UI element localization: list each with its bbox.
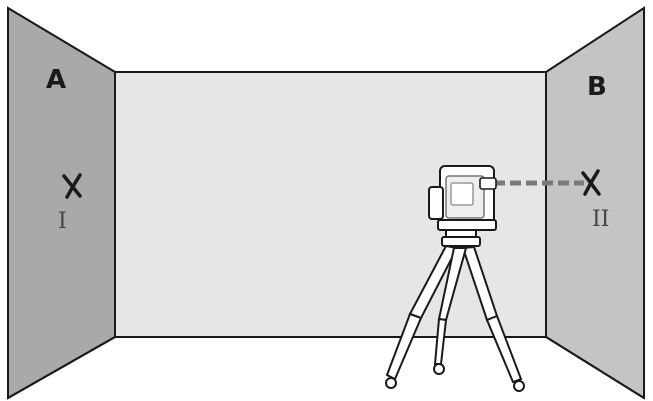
floor-line-right (545, 336, 645, 399)
line-laser-level-icon (428, 165, 497, 231)
wall-label-b: B (587, 72, 607, 102)
mark-label-i: I (58, 209, 67, 234)
right-wall-b (545, 6, 645, 400)
wall-label-a: A (46, 65, 66, 95)
mark-label-ii: II (592, 207, 609, 232)
x-mark-icon (581, 169, 601, 196)
floor-line-left (7, 336, 116, 399)
x-mark-icon (62, 173, 82, 199)
